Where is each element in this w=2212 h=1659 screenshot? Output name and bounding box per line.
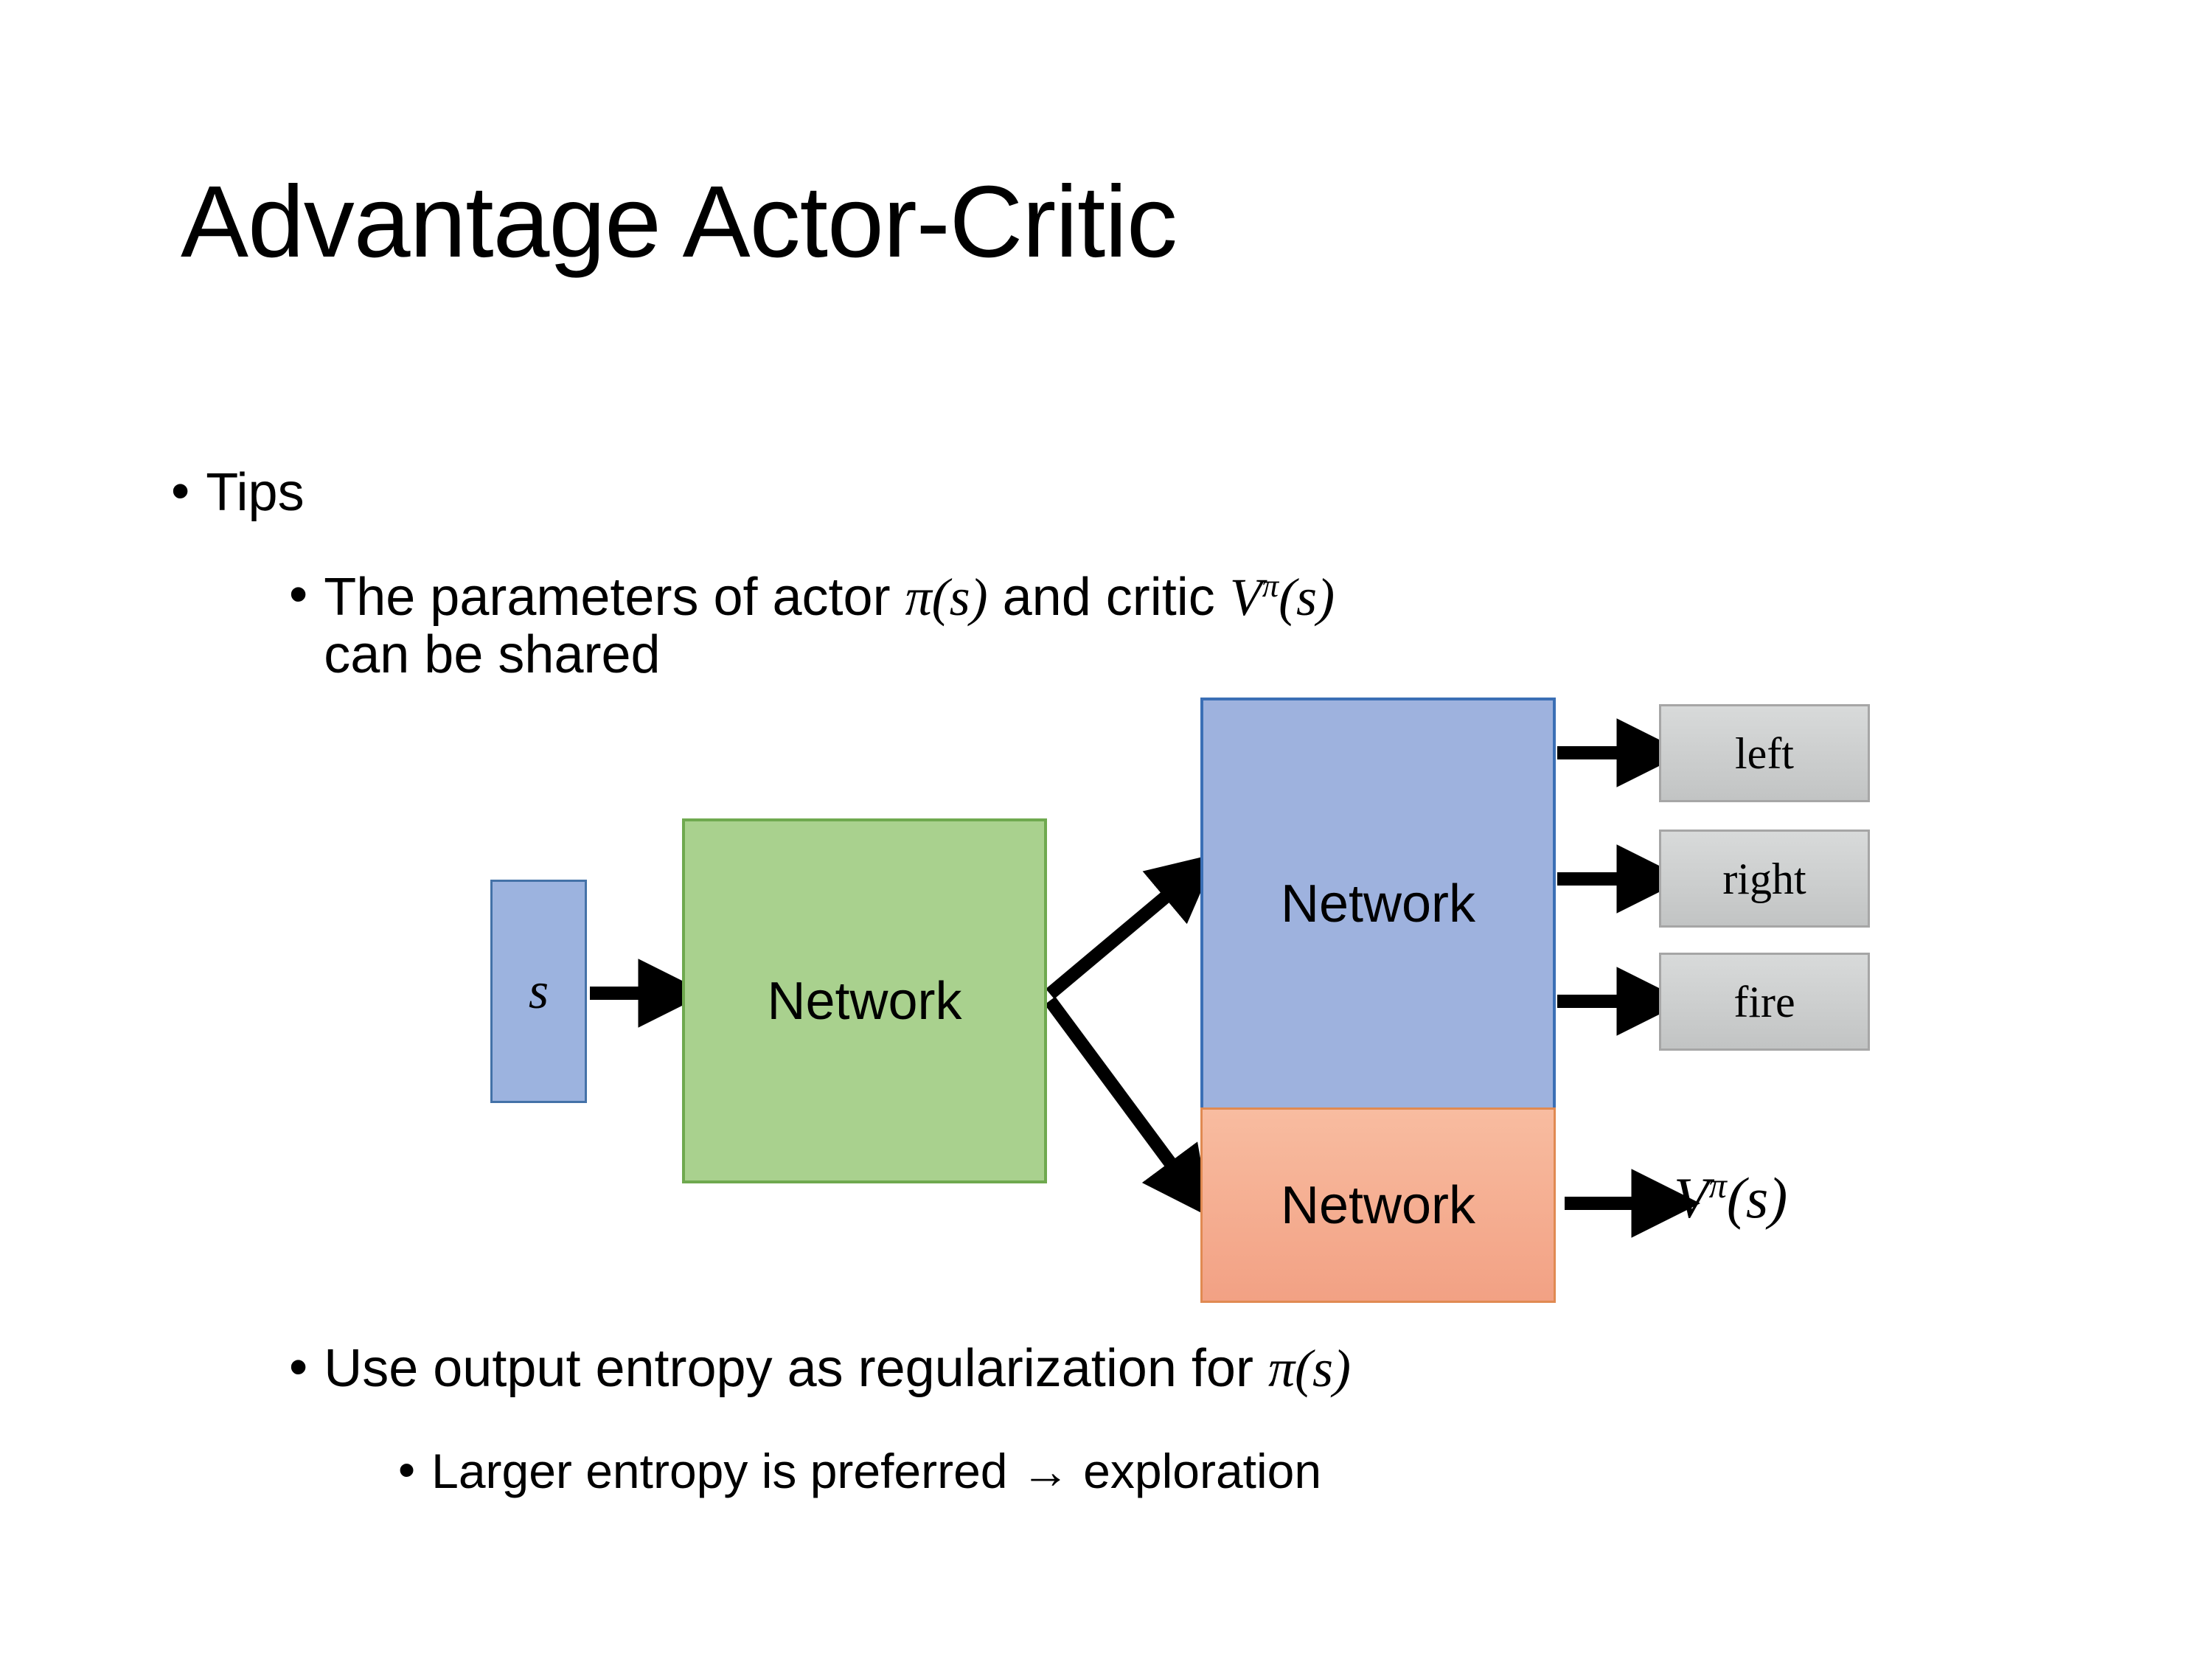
arrow-shared-to-actor bbox=[1046, 853, 1218, 999]
critic-symbol-superscript: π bbox=[1262, 567, 1279, 604]
bullet-marker-icon: • bbox=[398, 1442, 416, 1497]
parameters-line2-text: can be shared bbox=[324, 625, 661, 684]
entropy-prefix-text: Use output entropy as regularization for bbox=[324, 1339, 1268, 1398]
shared-network-label: Network bbox=[767, 971, 962, 1031]
action-output-fire: fire bbox=[1659, 953, 1870, 1051]
arrow-shared-to-critic bbox=[1044, 996, 1211, 1218]
bullet-shared-parameters-label: The parameters of actor π(s) and critic … bbox=[324, 568, 2005, 684]
critic-value-argument: (s) bbox=[1726, 1166, 1788, 1230]
critic-value-output: Vπ(s) bbox=[1674, 1165, 1787, 1231]
critic-network-node: Network bbox=[1200, 1107, 1556, 1303]
parameters-prefix-text: The parameters of actor bbox=[324, 568, 905, 627]
action-output-right: right bbox=[1659, 830, 1870, 928]
action-output-left: left bbox=[1659, 704, 1870, 802]
bullet-larger-entropy-label: Larger entropy is preferred → exploratio… bbox=[431, 1444, 1322, 1498]
parameters-middle-text: and critic bbox=[987, 568, 1230, 627]
state-input-label: s bbox=[528, 962, 549, 1020]
bullet-entropy-label: Use output entropy as regularization for… bbox=[324, 1340, 1351, 1398]
entropy-policy-symbol: π(s) bbox=[1267, 1339, 1351, 1398]
bullet-entropy-regularization: • Use output entropy as regularization f… bbox=[289, 1340, 1351, 1398]
critic-value-superscript: π bbox=[1708, 1166, 1727, 1206]
actor-network-node: Network bbox=[1200, 698, 1556, 1110]
shared-network-node: Network bbox=[682, 818, 1047, 1183]
critic-value-base: V bbox=[1674, 1166, 1709, 1230]
critic-symbol-argument: (s) bbox=[1279, 568, 1335, 627]
actor-network-label: Network bbox=[1280, 874, 1476, 933]
page-title: Advantage Actor-Critic bbox=[181, 165, 1178, 279]
actor-symbol: π(s) bbox=[905, 568, 988, 627]
critic-symbol: Vπ(s) bbox=[1230, 568, 1335, 627]
bullet-larger-entropy: • Larger entropy is preferred → explorat… bbox=[398, 1442, 1322, 1498]
bullet-shared-parameters: • The parameters of actor π(s) and criti… bbox=[289, 568, 2005, 684]
bullet-marker-icon: • bbox=[171, 462, 190, 521]
state-input-node: s bbox=[490, 880, 587, 1103]
bullet-marker-icon: • bbox=[289, 1338, 308, 1397]
bullet-marker-icon: • bbox=[289, 565, 308, 624]
action-output-left-label: left bbox=[1735, 728, 1794, 778]
critic-network-label: Network bbox=[1280, 1175, 1476, 1235]
bullet-tips: • Tips bbox=[171, 462, 305, 522]
action-output-fire-label: fire bbox=[1733, 977, 1795, 1026]
bullet-tips-label: Tips bbox=[206, 463, 305, 522]
critic-symbol-base: V bbox=[1229, 568, 1262, 627]
action-output-right-label: right bbox=[1722, 854, 1806, 903]
